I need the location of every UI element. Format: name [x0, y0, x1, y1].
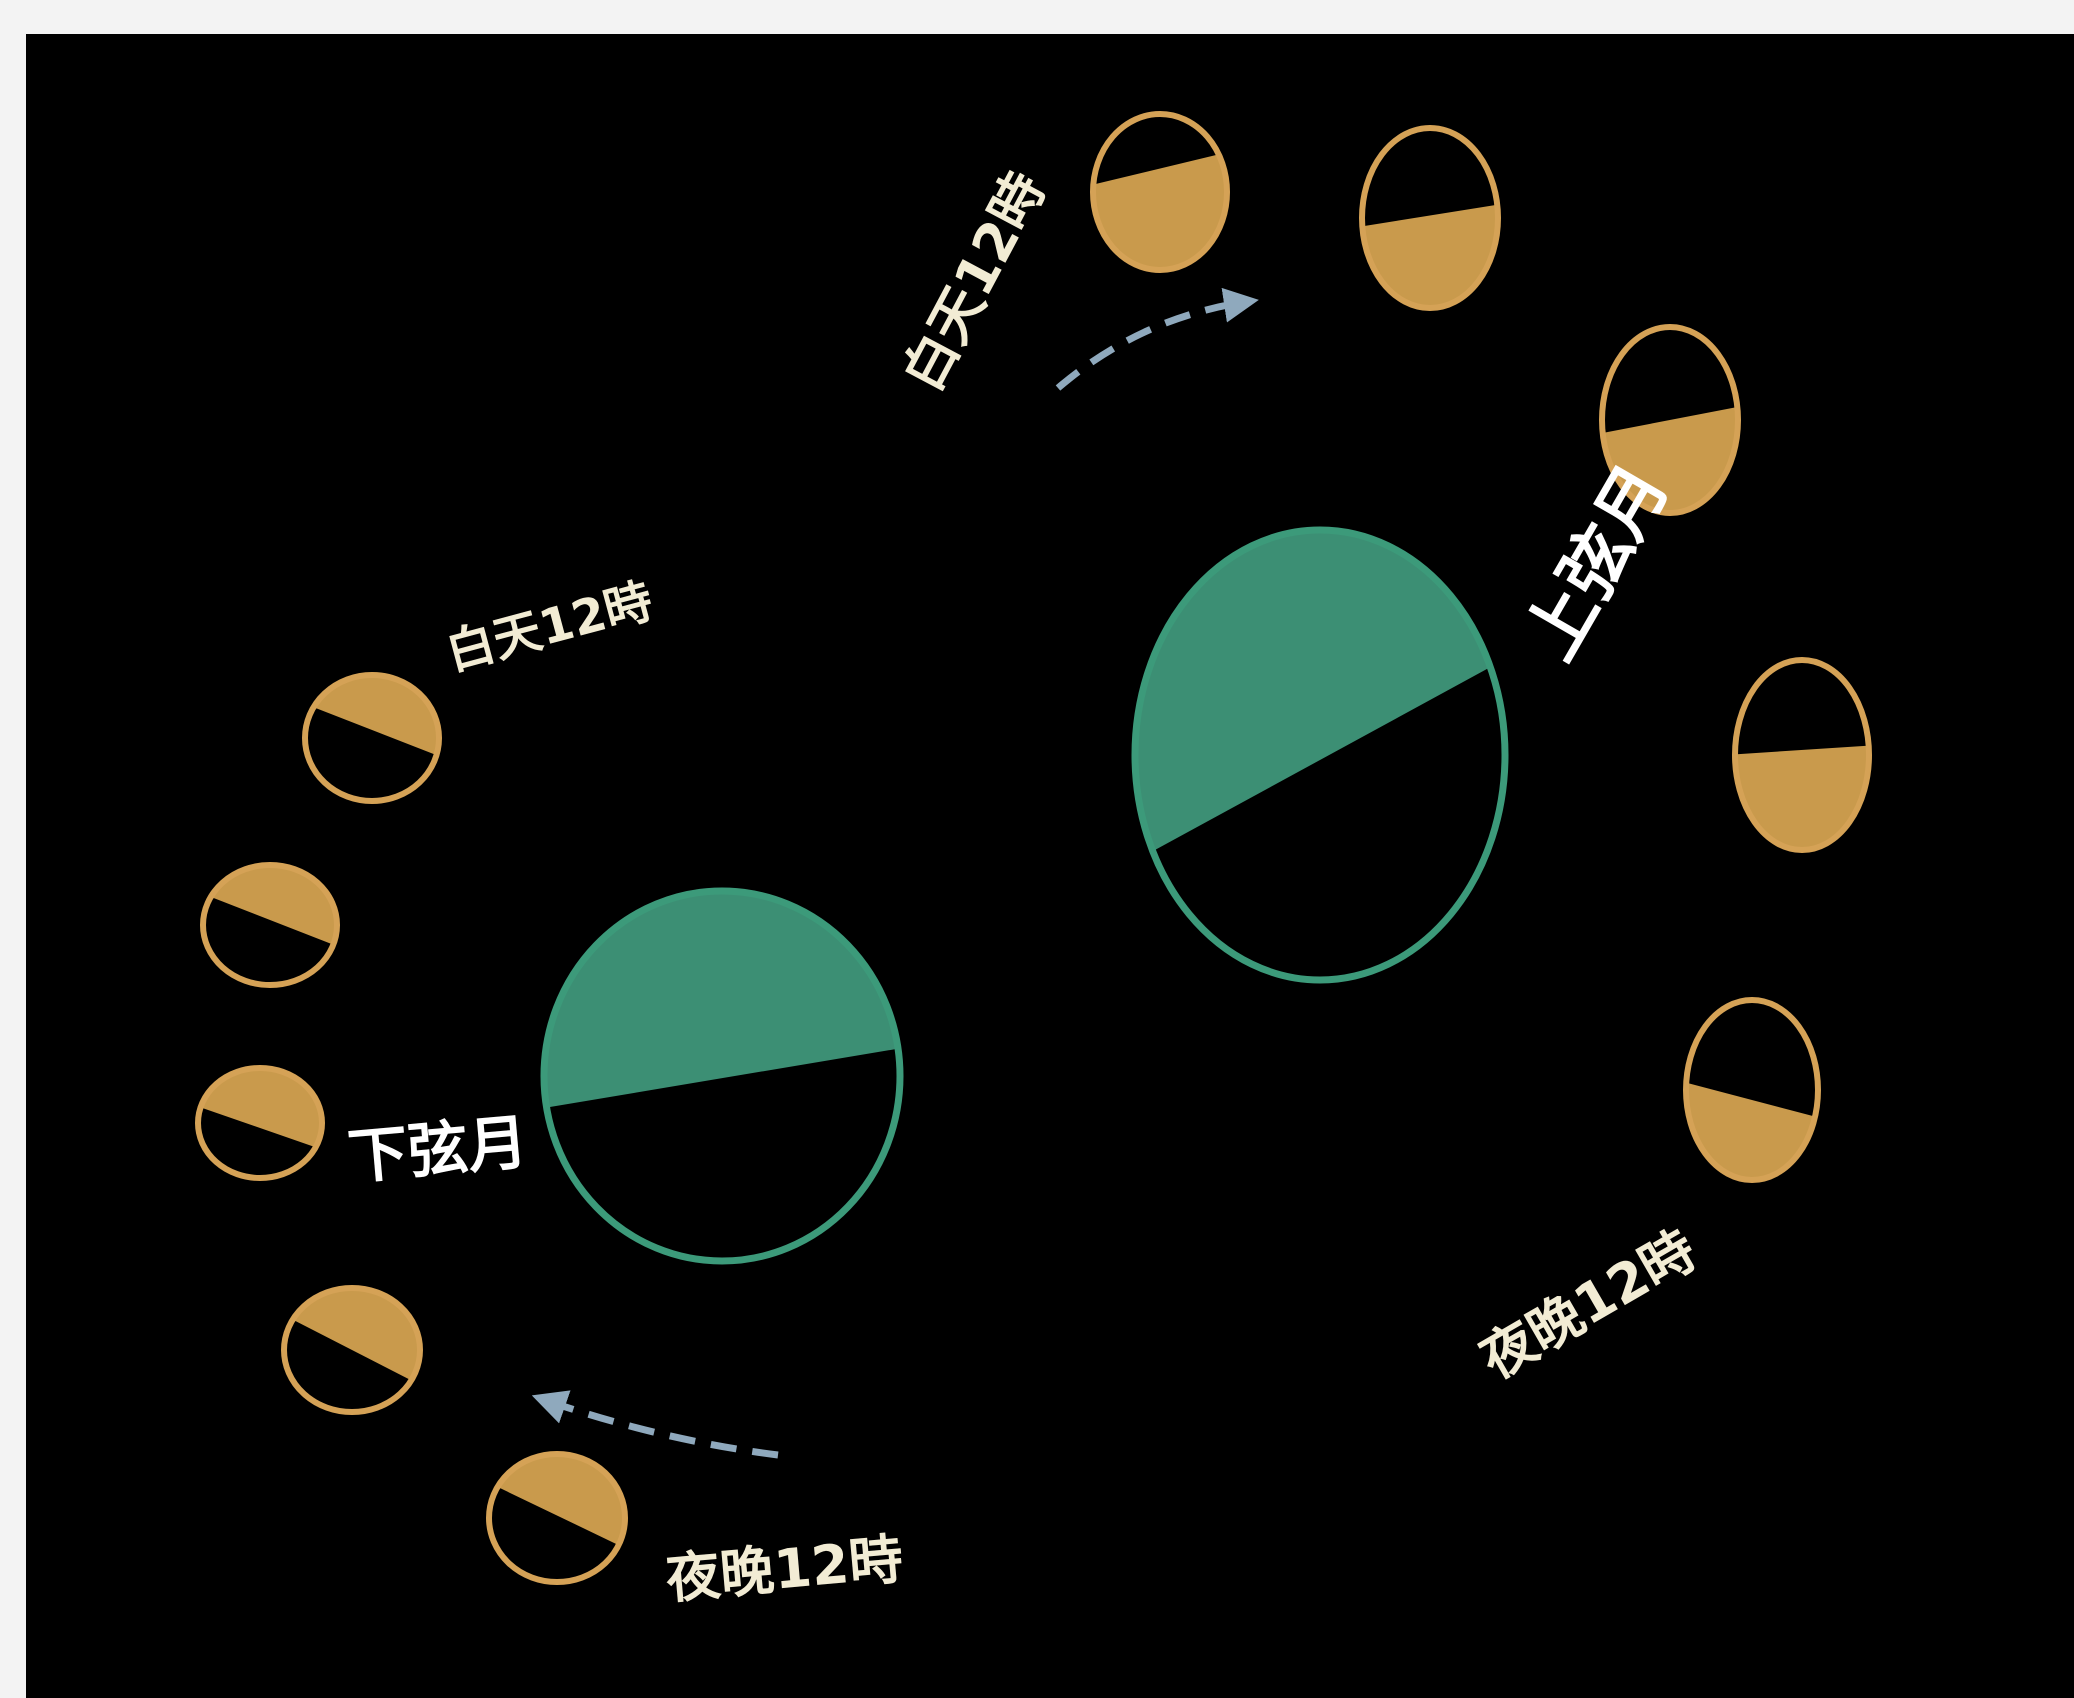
moon-phase-icon — [302, 672, 442, 804]
moon-phase-icon — [1599, 324, 1741, 516]
last-quarter-lit-half — [544, 891, 900, 1112]
moon-outline — [302, 672, 442, 804]
moon-outline — [200, 862, 340, 988]
moon-outline — [1732, 657, 1872, 853]
moon-phase-icon — [281, 1285, 423, 1415]
dashed-arrow-icon — [1055, 287, 1259, 391]
moon-outline — [1599, 324, 1741, 516]
moon-phase-icon — [1683, 997, 1821, 1183]
moon-outline — [486, 1451, 628, 1585]
first-quarter-outline — [1131, 526, 1509, 984]
last-quarter-label: 下弦月 — [345, 1108, 530, 1193]
moon-outline — [195, 1065, 325, 1181]
moon-outline — [1090, 111, 1230, 273]
small-moons — [195, 111, 1872, 1585]
moon-phase-icon — [486, 1451, 628, 1585]
moon-phase-icon — [1090, 111, 1230, 273]
diagram-panel — [26, 34, 2074, 1698]
moon-phase-icon — [195, 1065, 325, 1181]
last-quarter-outline — [540, 887, 904, 1265]
moon-phase-icon — [1359, 125, 1501, 311]
moon-phase-icon — [200, 862, 340, 988]
moon-outline — [1359, 125, 1501, 311]
moon-outline — [1683, 997, 1821, 1183]
moon-lit-half — [284, 1288, 420, 1390]
moon-lit-half — [198, 1068, 322, 1153]
first-quarter-lit-half — [1135, 530, 1505, 880]
moon-phase-icon — [1732, 657, 1872, 853]
moon-outline — [281, 1285, 423, 1415]
first-quarter-large-moon — [1131, 526, 1509, 984]
last-quarter-large-moon — [540, 887, 904, 1265]
moon-lit-half — [1093, 150, 1227, 270]
moon-lit-half — [489, 1454, 625, 1553]
